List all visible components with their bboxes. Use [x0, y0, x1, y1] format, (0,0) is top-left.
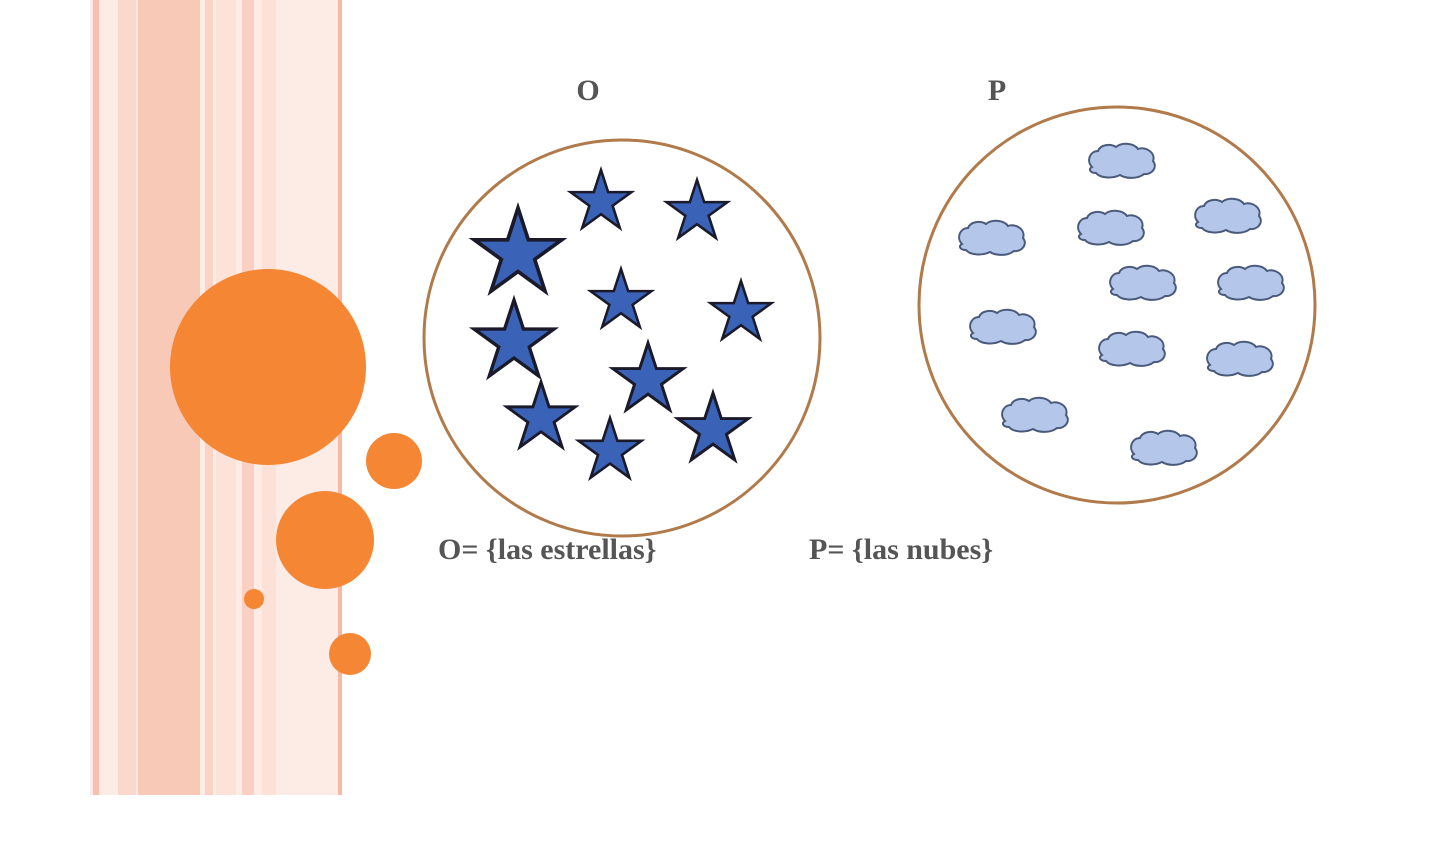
set-p-definition: P= {las nubes}	[809, 533, 994, 566]
decorative-stripe-band	[90, 0, 422, 795]
decorative-bubble	[366, 433, 422, 489]
set-o-name: O	[576, 74, 600, 107]
cloud-icon	[1001, 396, 1069, 433]
decorative-bubble	[329, 633, 371, 675]
cloud-icon	[1088, 142, 1156, 179]
decorative-bubble	[276, 491, 374, 589]
cloud-icon	[969, 308, 1037, 345]
cloud-icon	[1194, 197, 1262, 234]
decorative-bubble-large	[170, 269, 366, 465]
cloud-icon	[958, 219, 1026, 256]
set-o-definition: O= {las estrellas}	[438, 533, 657, 566]
decorative-bubble	[244, 589, 264, 609]
cloud-icon	[1217, 264, 1285, 301]
set-p-name: P	[987, 74, 1007, 107]
cloud-icon	[1109, 264, 1177, 301]
cloud-icon	[1077, 209, 1145, 246]
cloud-icon	[1206, 340, 1274, 377]
cloud-icon	[1130, 429, 1198, 466]
set-p	[917, 105, 1317, 505]
cloud-icon	[1098, 330, 1166, 367]
set-o	[422, 138, 822, 538]
